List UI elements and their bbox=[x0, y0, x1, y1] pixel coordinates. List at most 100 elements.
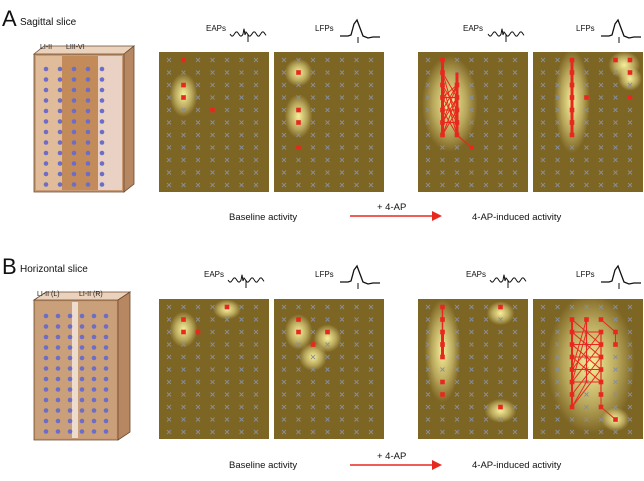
electrode-dot bbox=[57, 108, 63, 114]
electrode-dot bbox=[85, 129, 91, 135]
electrode-dot bbox=[55, 387, 61, 392]
electrode-cross bbox=[224, 170, 230, 175]
active-electrode bbox=[627, 95, 633, 100]
electrode-cross bbox=[181, 379, 186, 385]
electrode-cross bbox=[498, 120, 503, 125]
electrode-cross bbox=[540, 145, 546, 150]
electrode-cross bbox=[166, 170, 172, 175]
electrode-dot bbox=[67, 345, 73, 350]
electrode-cross bbox=[540, 342, 546, 347]
electrode-cross bbox=[498, 354, 503, 360]
electrode-cross bbox=[339, 404, 345, 410]
electrode-cross bbox=[325, 57, 330, 63]
electrode-dot bbox=[103, 408, 109, 413]
electrode-cross bbox=[584, 107, 589, 113]
electrode-cross bbox=[540, 182, 546, 188]
electrode-cross bbox=[195, 70, 201, 75]
electrode-cross bbox=[598, 57, 604, 63]
active-electrode bbox=[454, 132, 460, 138]
active-electrode bbox=[498, 404, 503, 410]
electrode-dot bbox=[79, 366, 85, 371]
electrode-cross bbox=[425, 304, 431, 310]
electrode-cross bbox=[354, 107, 359, 113]
electrode-dot bbox=[67, 397, 73, 403]
electrode-cross bbox=[613, 95, 618, 100]
active-electrode bbox=[440, 95, 445, 100]
active-electrode bbox=[440, 342, 445, 347]
electrode-cross bbox=[454, 342, 460, 347]
electrode-dot bbox=[99, 161, 105, 166]
electrode-cross bbox=[613, 70, 618, 75]
electrode-cross bbox=[239, 57, 244, 63]
electrode-dot bbox=[55, 313, 61, 319]
electrode-cross bbox=[613, 182, 618, 188]
electrode-cross bbox=[296, 182, 301, 188]
electrode-dot bbox=[57, 150, 63, 156]
electrode-cross bbox=[166, 354, 172, 360]
treatment-caption-a: + 4-AP bbox=[377, 202, 407, 213]
electrode-cross bbox=[195, 392, 201, 397]
electrode-dot bbox=[79, 397, 85, 403]
electrode-cross bbox=[498, 342, 503, 347]
electrode-cross bbox=[224, 132, 230, 138]
electrode-dot bbox=[43, 66, 49, 72]
electrode-cross bbox=[584, 120, 589, 125]
electrode-cross bbox=[425, 57, 431, 63]
electrode-cross bbox=[354, 132, 359, 138]
electrode-cross bbox=[281, 392, 287, 397]
electrode-dot bbox=[57, 87, 63, 93]
electrode-dot bbox=[85, 161, 91, 166]
electrode-dot bbox=[103, 429, 109, 434]
electrode-cross bbox=[181, 70, 186, 75]
electrode-cross bbox=[613, 317, 618, 322]
electrode-cross bbox=[569, 417, 575, 422]
electrode-dot bbox=[43, 129, 49, 135]
active-electrode bbox=[296, 107, 301, 113]
electrode-cross bbox=[195, 379, 201, 385]
active-electrode bbox=[440, 329, 445, 335]
electrode-cross bbox=[483, 354, 489, 360]
electrode-cross bbox=[425, 404, 431, 410]
baseline-caption-b: Baseline activity bbox=[229, 460, 298, 471]
electrode-dot bbox=[43, 313, 49, 319]
electrode-cross bbox=[239, 107, 244, 113]
electrode-cross bbox=[253, 95, 259, 100]
electrode-cross bbox=[325, 429, 330, 435]
active-electrode bbox=[613, 417, 618, 422]
electrode-cross bbox=[325, 317, 330, 322]
electrode-cross bbox=[310, 429, 316, 435]
electrode-dot bbox=[99, 108, 105, 114]
electrode-cross bbox=[512, 317, 518, 322]
electrode-cross bbox=[613, 392, 618, 397]
electrode-dot bbox=[71, 119, 77, 124]
electrode-cross bbox=[224, 107, 230, 113]
connection-line bbox=[571, 381, 587, 408]
electrode-cross bbox=[368, 157, 374, 163]
electrode-cross bbox=[368, 57, 374, 63]
active-electrode bbox=[569, 70, 575, 75]
active-electrode bbox=[469, 145, 474, 150]
electrode-cross bbox=[253, 392, 259, 397]
active-electrode bbox=[440, 120, 445, 125]
electrode-cross bbox=[210, 392, 215, 397]
connection-line bbox=[442, 84, 458, 111]
electrode-cross bbox=[368, 404, 374, 410]
electrode-cross bbox=[454, 157, 460, 163]
electrode-cross bbox=[224, 145, 230, 150]
electrode-cross bbox=[195, 367, 201, 372]
electrode-cross bbox=[425, 157, 431, 163]
electrode-cross bbox=[512, 417, 518, 422]
electrode-dot bbox=[91, 418, 97, 424]
electrode-cross bbox=[555, 95, 560, 100]
electrode-cross bbox=[425, 82, 431, 88]
electrode-cross bbox=[440, 404, 445, 410]
electrode-cross bbox=[296, 304, 301, 310]
electrode-cross bbox=[181, 132, 186, 138]
electrode-cross bbox=[540, 329, 546, 335]
electrode-dot bbox=[43, 87, 49, 93]
eap-trace-a-1 bbox=[229, 28, 267, 42]
electrode-cross bbox=[210, 170, 215, 175]
electrode-cross bbox=[440, 429, 445, 435]
electrode-dot bbox=[103, 334, 109, 340]
electrode-dot bbox=[85, 87, 91, 93]
